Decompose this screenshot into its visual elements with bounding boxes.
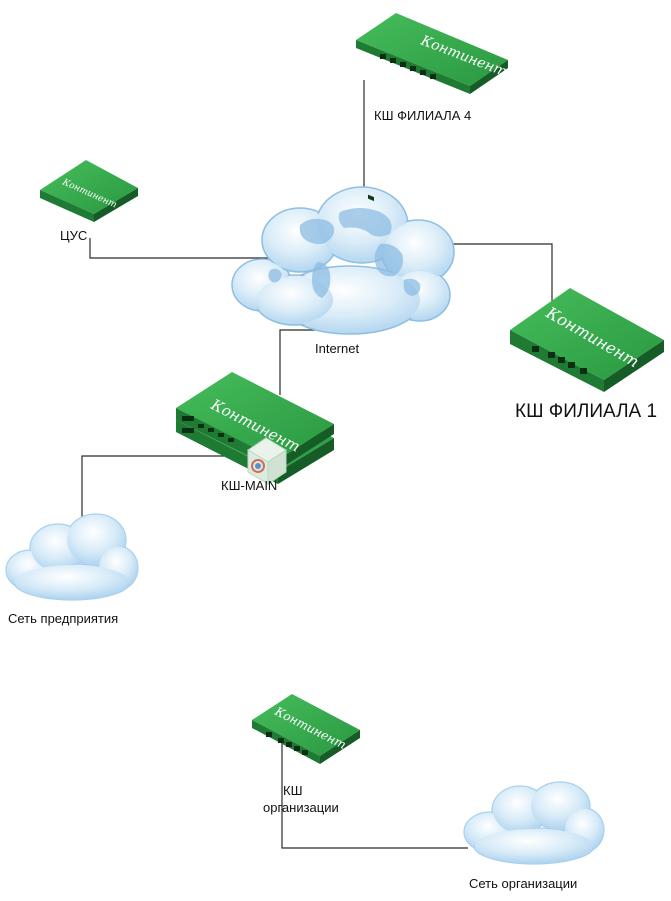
label-filial4: КШ ФИЛИАЛА 4 <box>374 108 471 123</box>
label-filial1: КШ ФИЛИАЛА 1 <box>515 401 657 422</box>
label-internet: Internet <box>315 341 359 356</box>
gateway-main-icon: Континент <box>176 372 334 485</box>
cluster-module-icon <box>247 437 287 485</box>
label-org-gateway-line1: КШ <box>283 783 303 798</box>
link-orggw-orgnet <box>281 740 468 849</box>
label-enterprise-network: Сеть предприятия <box>8 611 118 626</box>
enterprise-network-cloud-icon <box>5 513 139 601</box>
internet-cloud-icon <box>231 186 455 335</box>
label-organization-network: Сеть организации <box>469 876 577 891</box>
gateway-filial4-icon: Континент <box>356 13 509 202</box>
cus-server-icon: Континент <box>40 160 138 222</box>
link-main-enterprise <box>81 455 240 528</box>
labels: КШ ФИЛИАЛА 4 ЦУС Internet КШ ФИЛИАЛА 1 К… <box>8 108 657 891</box>
organization-network-cloud-icon <box>463 781 605 865</box>
gateway-filial1-icon: Континент <box>510 288 664 392</box>
label-main: КШ-MAIN <box>221 478 277 493</box>
label-cus: ЦУС <box>60 228 87 243</box>
label-org-gateway-line2: организации <box>263 800 339 815</box>
link-internet-main <box>279 322 325 395</box>
gateway-organization-icon: Континент <box>252 694 360 764</box>
link-cus-internet <box>89 238 268 259</box>
